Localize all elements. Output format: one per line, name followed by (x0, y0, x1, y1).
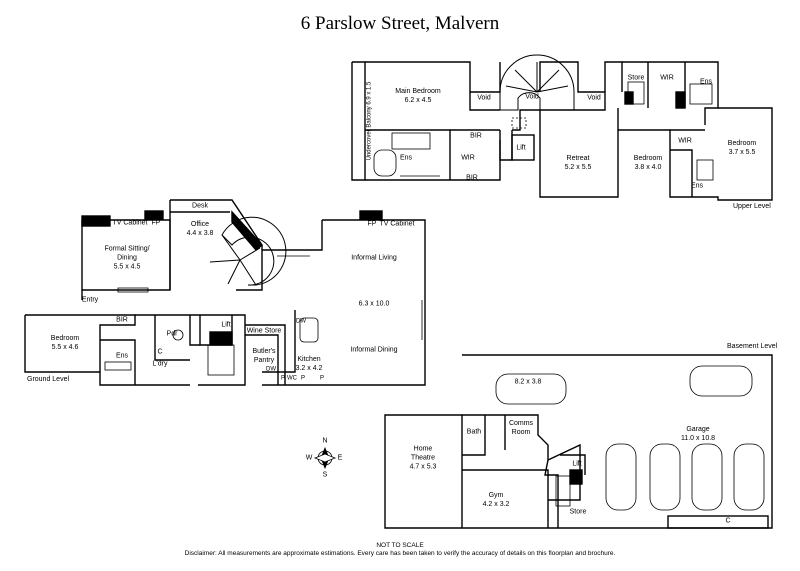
label-p-3: P (319, 375, 325, 382)
ground-spiral-stair (209, 216, 287, 286)
label-tv-cabinet-1: TV Cabinet (112, 219, 148, 227)
label-store-basement: Store (569, 508, 587, 516)
label-pdr: Pdr (166, 330, 178, 338)
label-bir-main: BIR (466, 174, 478, 182)
compass-n: N (322, 437, 328, 445)
label-c-ground: C (157, 348, 163, 356)
label-fp-2: FP (367, 220, 377, 228)
label-lift-ground: Lift (221, 321, 231, 329)
upper-level-walls (351, 61, 773, 201)
label-void-2: Void (525, 93, 539, 101)
label-butlers-pantry: Butler's Pantry (252, 348, 276, 364)
compass-e: E (337, 454, 343, 462)
basement-level-label: Basement Level (727, 343, 778, 350)
label-wir-upper-1: WIR (660, 74, 674, 82)
upper-fill (624, 91, 686, 109)
upper-level-label: Upper Level (733, 203, 771, 210)
garage-cars (495, 365, 765, 511)
label-ens-main: Ens (399, 154, 413, 162)
label-ens-ground: Ens (115, 352, 129, 360)
label-void-1: Void (477, 94, 491, 102)
label-void-3: Void (587, 94, 601, 102)
label-dw-2: DW (266, 366, 276, 373)
ground-level-walls (24, 199, 426, 386)
label-informal-size: 6.3 x 10.0 (358, 300, 390, 308)
label-ldry: L'dry (152, 360, 168, 368)
label-fp-1: FP (151, 219, 161, 227)
label-c-basement: C (725, 517, 731, 525)
room-undercover-balcony: Undercover Balcony 6.9 x 1.5 (366, 81, 373, 161)
label-lift-basement: Lift (572, 460, 582, 468)
basement-walls (384, 354, 773, 529)
label-wir-main: WIR (461, 154, 475, 162)
label-p-1: P (280, 375, 286, 382)
compass-w: W (305, 454, 313, 462)
room-informal-dining: Informal Dining (350, 346, 398, 354)
label-bath: Bath (466, 428, 482, 436)
label-entry: Entry (81, 296, 99, 304)
label-tv-cabinet-2: TV Cabinet (379, 220, 415, 228)
room-informal-living: Informal Living (351, 254, 397, 262)
not-to-scale: NOT TO SCALE (376, 542, 424, 549)
label-desk: Desk (192, 202, 208, 210)
label-comms-room: Comms Room (508, 420, 534, 436)
label-ens-upper-2: Ens (690, 182, 704, 190)
label-wc: WC (287, 375, 297, 382)
label-store-upper: Store (627, 74, 645, 82)
basement-fill (569, 469, 583, 485)
upper-spiral-stair (499, 54, 575, 111)
label-car-space: 8.2 x 3.8 (514, 378, 542, 386)
page-title: 6 Parslow Street, Malvern (300, 13, 500, 34)
label-dw-1: DW (296, 318, 306, 325)
label-ens-upper-1: Ens (699, 78, 713, 86)
disclaimer: Disclaimer: All measurements are approxi… (184, 550, 616, 557)
compass-s: S (322, 471, 328, 479)
label-bir-upper: BIR (470, 132, 482, 140)
compass (313, 446, 337, 470)
label-bir-ground: BIR (116, 316, 128, 324)
ground-level-label: Ground Level (27, 376, 70, 383)
label-wine-store: Wine Store (246, 327, 282, 335)
label-lift-upper: Lift (516, 144, 526, 152)
label-wir-upper-2: WIR (678, 137, 692, 145)
label-p-2: P (300, 375, 306, 382)
